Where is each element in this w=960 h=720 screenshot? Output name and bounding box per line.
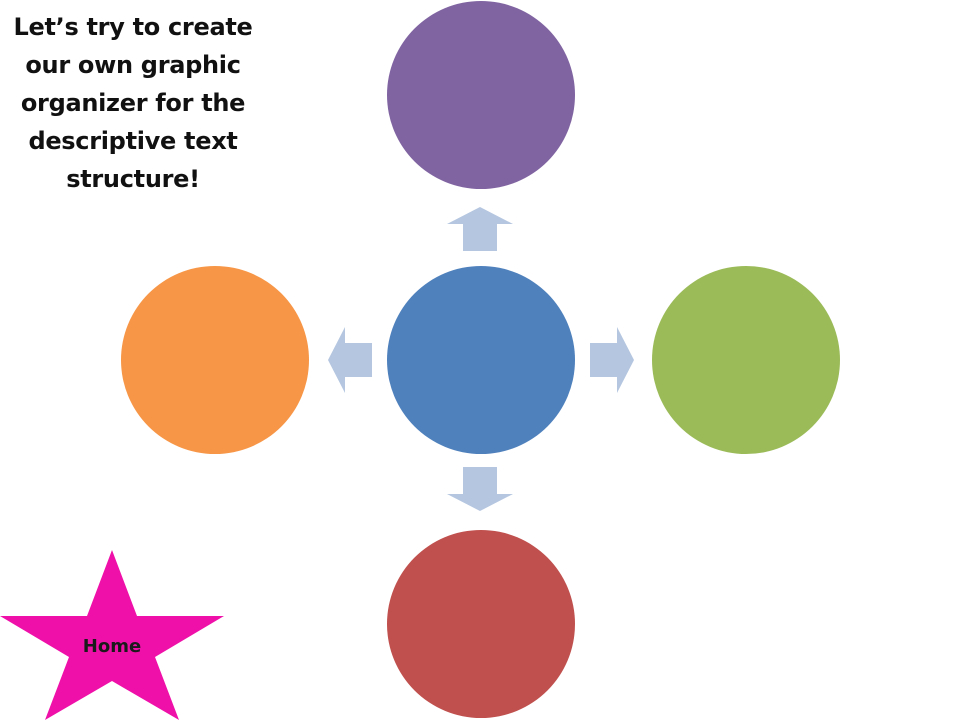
left-circle[interactable] — [121, 266, 309, 454]
center-circle[interactable] — [387, 266, 575, 454]
arrow-right-icon — [590, 327, 634, 393]
arrow-up-icon — [447, 207, 513, 251]
home-button[interactable] — [0, 550, 224, 720]
top-circle[interactable] — [387, 1, 575, 189]
arrow-left-icon — [328, 327, 372, 393]
star-icon — [0, 550, 224, 720]
arrow-down-icon — [447, 467, 513, 511]
slide-title: Let’s try to create our own graphic orga… — [13, 13, 253, 193]
right-circle[interactable] — [652, 266, 840, 454]
bottom-circle[interactable] — [387, 530, 575, 718]
